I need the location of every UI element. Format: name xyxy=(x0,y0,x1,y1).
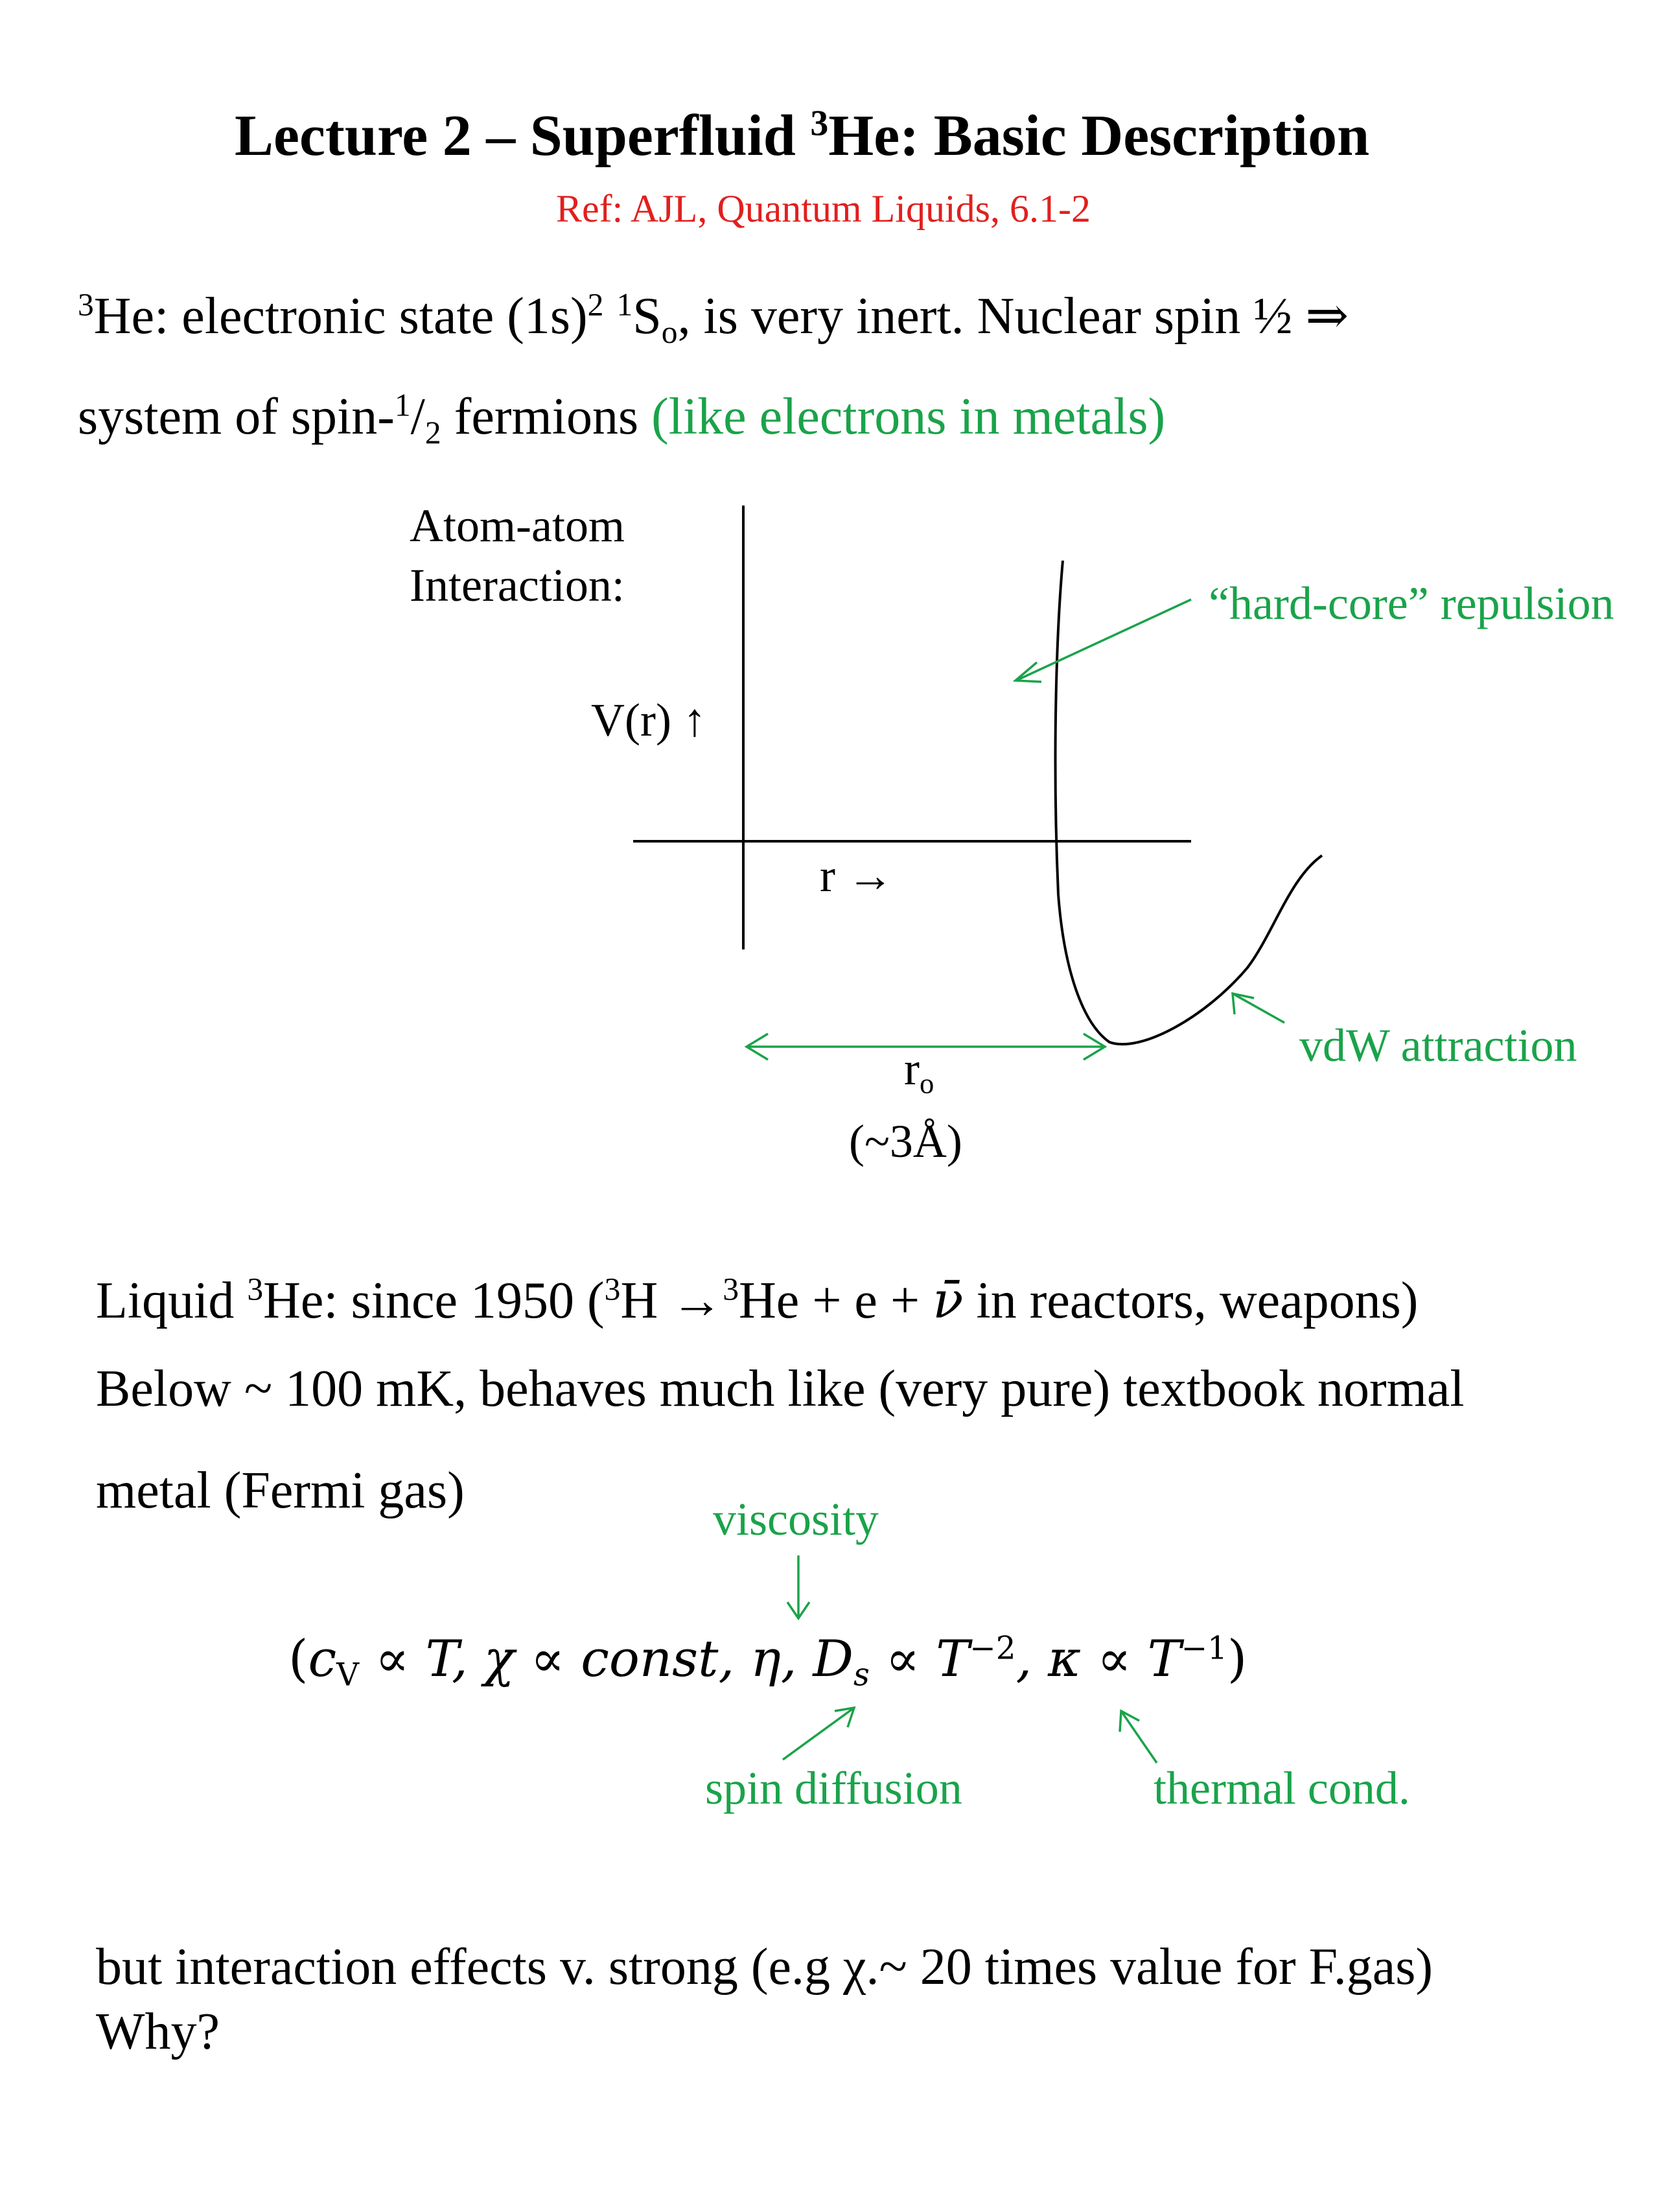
vdw-arrow xyxy=(1232,992,1285,1024)
conclusion-line: Why? xyxy=(96,2003,220,2060)
intro-sup: 1 xyxy=(616,286,633,323)
r0-arrowhead-left xyxy=(744,1032,769,1061)
formula-exponent: −1 xyxy=(1181,1630,1227,1667)
intro-sup: 2 xyxy=(587,286,604,323)
formula-part: ∝ T, χ ∝ const, η, D xyxy=(359,1630,853,1688)
title-text-end: He: Basic Description xyxy=(828,104,1370,168)
r0-label: ro xyxy=(904,1042,934,1100)
liquid-sup: 3 xyxy=(604,1271,621,1307)
thermal-arrow xyxy=(1119,1709,1158,1764)
intro-line-1: 3He: electronic state (1s)2 1So, is very… xyxy=(78,285,1349,348)
intro-text: S xyxy=(632,288,662,345)
fraction-slash: / xyxy=(410,388,425,445)
intro-text: , is very inert. Nuclear spin ½ ⇒ xyxy=(677,288,1349,345)
antineutrino-symbol: ν̄ xyxy=(933,1272,964,1330)
formula-paren: ) xyxy=(1227,1630,1247,1688)
diagram-label-line: Atom-atom xyxy=(410,500,625,552)
diagram-label-line: Interaction: xyxy=(410,559,625,611)
r0-sub: o xyxy=(919,1067,934,1100)
fraction-numerator: 1 xyxy=(394,387,411,423)
formula: (cV ∝ T, χ ∝ const, η, Ds ∝ T−2, κ ∝ T−1… xyxy=(288,1630,1247,1691)
liquid-line-1: Liquid 3He: since 1950 (3H →3He + e + ν̄… xyxy=(96,1272,1418,1331)
fraction-denominator: 2 xyxy=(424,414,441,450)
liquid-text: H → xyxy=(620,1272,723,1329)
vdw-arrowhead xyxy=(1231,992,1255,1015)
formula-cv-sub: V xyxy=(336,1657,360,1694)
hardcore-arrowhead xyxy=(1012,661,1042,683)
hardcore-label: “hard-core” repulsion xyxy=(1209,577,1614,629)
r0-arrowhead-right xyxy=(1083,1032,1108,1061)
formula-part: , κ ∝ T xyxy=(1015,1630,1181,1688)
liquid-text: in reactors, weapons) xyxy=(963,1272,1419,1329)
x-axis-label: r → xyxy=(820,850,894,902)
formula-paren: ( xyxy=(288,1630,308,1688)
spin-diffusion-arrow xyxy=(782,1706,856,1761)
hardcore-arrow xyxy=(1015,598,1192,682)
title-superscript: 3 xyxy=(810,103,829,144)
conclusion: but interaction effects v. strong (e.g χ… xyxy=(96,1935,1433,2064)
intro-text: He: electronic state (1s) xyxy=(93,288,588,345)
formula-part: ∝ T xyxy=(869,1630,970,1688)
liquid-line-3: metal (Fermi gas) xyxy=(96,1462,465,1519)
liquid-sup: 3 xyxy=(247,1271,264,1307)
vdw-label: vdW attraction xyxy=(1299,1019,1577,1071)
viscosity-arrow xyxy=(786,1555,811,1621)
title-text: Lecture 2 – Superfluid xyxy=(235,104,811,168)
spin-diffusion-label: spin diffusion xyxy=(705,1762,962,1814)
liquid-text: He: since 1950 ( xyxy=(263,1272,605,1329)
intro-line-2: system of spin-1/2 fermions (like electr… xyxy=(78,387,1166,450)
formula-exponent: −2 xyxy=(969,1630,1016,1667)
liquid-text: Liquid xyxy=(96,1272,248,1329)
r0-value: (~3Å) xyxy=(849,1115,962,1167)
intro-green-note: (like electrons in metals) xyxy=(651,388,1166,445)
intro-text: fermions xyxy=(441,388,652,445)
formula-ds-sub: s xyxy=(853,1657,870,1694)
liquid-line-2: Below ~ 100 mK, behaves much like (very … xyxy=(96,1360,1465,1417)
liquid-sup: 3 xyxy=(723,1271,739,1307)
diagram-label: Atom-atom Interaction: xyxy=(410,496,625,615)
conclusion-line: but interaction effects v. strong (e.g χ… xyxy=(96,1938,1433,1996)
formula-cv: c xyxy=(308,1630,337,1688)
viscosity-label: viscosity xyxy=(713,1493,879,1545)
intro-sub: o xyxy=(661,314,678,350)
liquid-text: He + e + xyxy=(739,1272,933,1329)
page-title: Lecture 2 – Superfluid 3He: Basic Descri… xyxy=(235,102,1369,169)
thermal-cond-label: thermal cond. xyxy=(1154,1762,1410,1814)
intro-text: system of spin- xyxy=(78,388,395,445)
reference: Ref: AJL, Quantum Liquids, 6.1-2 xyxy=(556,187,1091,230)
y-axis-label: V(r) ↑ xyxy=(591,694,706,746)
r0-main: r xyxy=(904,1043,920,1095)
intro-sup: 3 xyxy=(78,286,94,323)
potential-curve xyxy=(1054,560,1323,1046)
